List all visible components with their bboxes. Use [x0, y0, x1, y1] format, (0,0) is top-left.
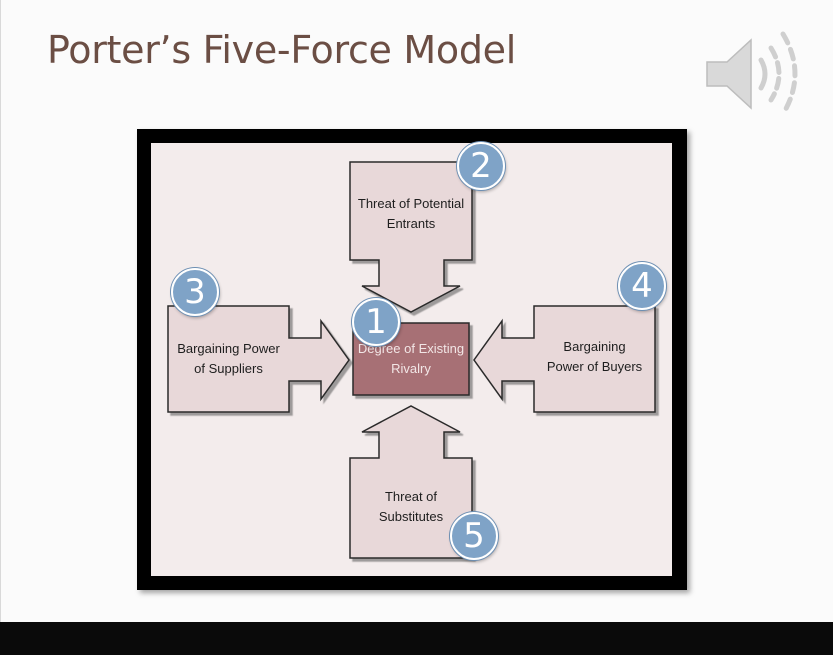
rivalry-label: Degree of Existing Rivalry	[357, 341, 465, 376]
badge-4: 4	[618, 262, 666, 310]
badge-3: 3	[171, 268, 219, 316]
buyers-arrow-box	[473, 305, 656, 413]
bottom-bar	[0, 622, 833, 655]
entrants-arrow-box	[349, 161, 473, 313]
slide-title: Porter’s Five-Force Model	[47, 28, 517, 72]
suppliers-label: Bargaining Power of Suppliers	[177, 341, 280, 376]
slide: Porter’s Five-Force Model Threat of Pote…	[0, 0, 819, 622]
suppliers-arrow-box	[167, 305, 350, 413]
badge-1: 1	[352, 298, 400, 346]
buyers-label: Bargaining Power of Buyers	[546, 339, 643, 374]
entrants-label: Threat of Potential Entrants	[357, 196, 465, 231]
badge-5: 5	[450, 512, 498, 560]
speaker-sound-icon[interactable]	[701, 18, 819, 126]
badge-2: 2	[457, 142, 505, 190]
substitutes-arrow-box	[349, 405, 473, 559]
substitutes-label: Threat of Substitutes	[378, 489, 444, 524]
